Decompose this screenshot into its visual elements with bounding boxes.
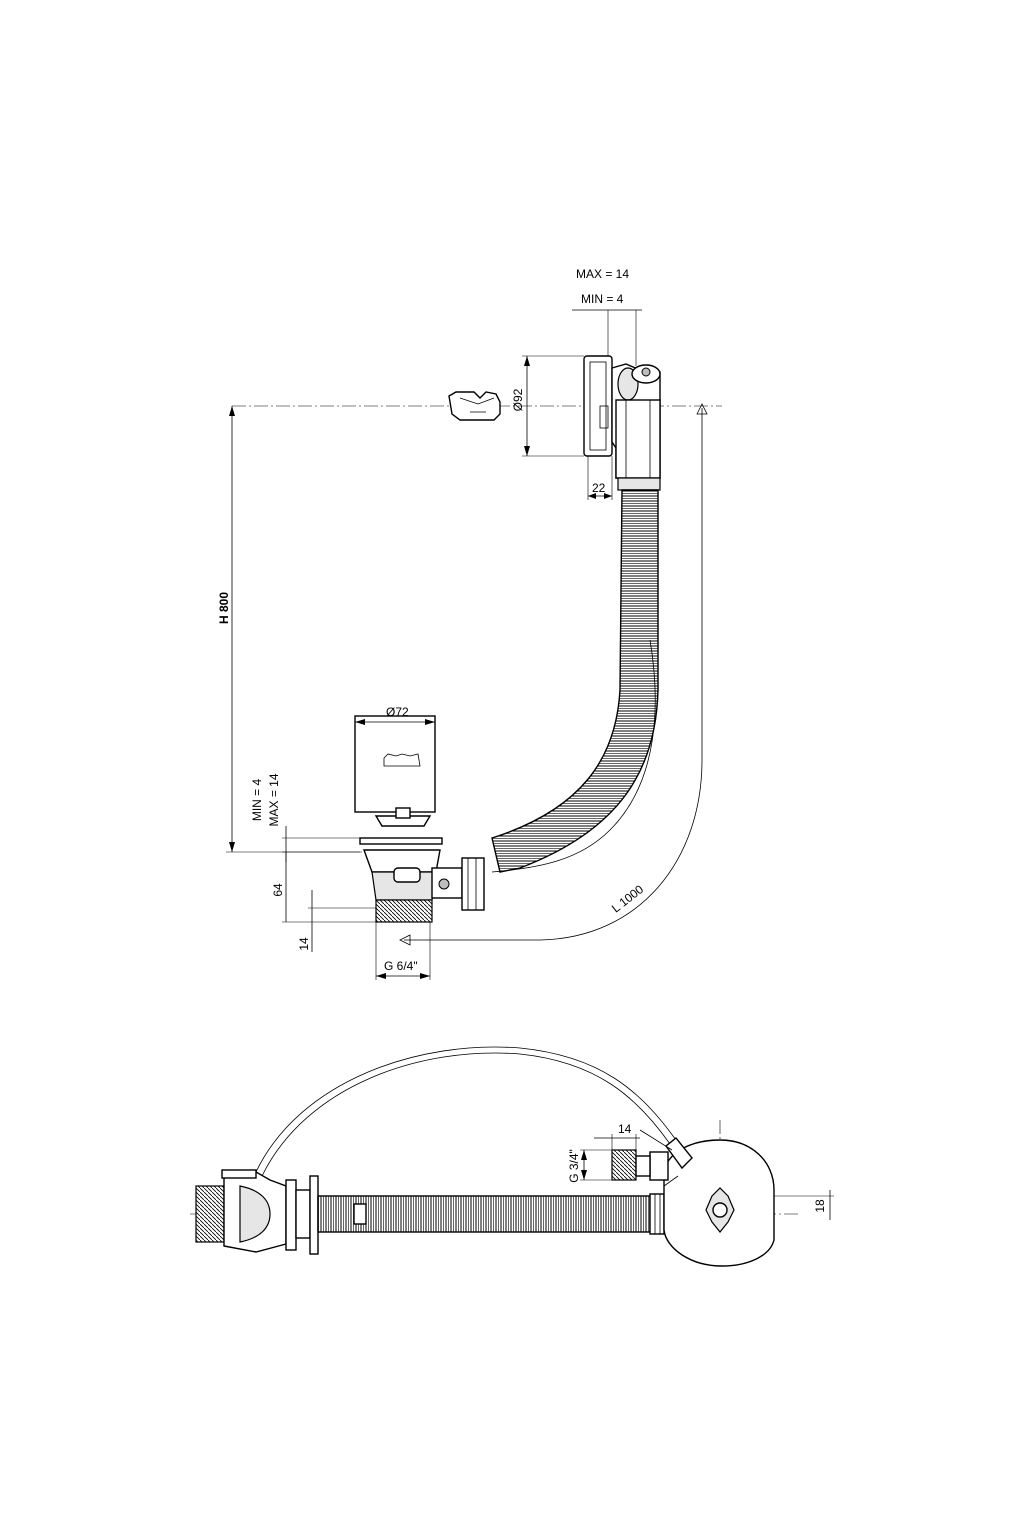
dim-length-label: L 1000 (609, 882, 646, 916)
dim-thread-inlet: G 3/4" (567, 1149, 612, 1183)
dim-min-top-label: MIN = 4 (581, 292, 624, 306)
dim-max-top: MAX = 14 MIN = 4 (572, 267, 642, 366)
dim-dia-overflow-label: Ø92 (511, 388, 525, 411)
overflow-hose (491, 489, 659, 873)
dim-14-inlet: 14 (594, 1122, 640, 1150)
bowden-cable-side (491, 639, 656, 873)
overflow-rosette (583, 355, 661, 491)
dim-18: 18 (774, 1190, 834, 1220)
hose-connector-side (431, 857, 485, 911)
dim-18-label: 18 (813, 1199, 827, 1213)
hose-clip (353, 1203, 367, 1225)
plan-view: 14 G 3/4" 18 (190, 1046, 834, 1267)
dim-64-label: 64 (271, 883, 285, 897)
waste-valve (354, 715, 443, 923)
dim-depth-overflow: 22 (587, 456, 613, 500)
hose-plan (317, 1195, 651, 1233)
overflow-knob (448, 391, 501, 421)
hose-connector-plan (649, 1193, 665, 1235)
overflow-housing-plan (639, 1129, 775, 1267)
dim-64: 64 (271, 852, 376, 923)
dim-height-label: H 800 (217, 592, 231, 624)
dim-max-top-label: MAX = 14 (576, 267, 629, 281)
dim-14-bottom: 14 (297, 890, 376, 952)
side-elevation-view: MAX = 14 MIN = 4 Ø92 22 H 800 (217, 267, 722, 980)
dim-dia-waste-label: Ø72 (386, 705, 409, 719)
length-path (404, 408, 703, 941)
dim-max-side-label: MAX = 14 (267, 773, 281, 826)
dim-thread-inlet-label: G 3/4" (567, 1149, 581, 1183)
dim-thread-waste: G 6/4" (375, 922, 431, 980)
dim-height: H 800 (217, 406, 360, 853)
dim-minmax-side: MIN = 4 MAX = 14 (250, 773, 362, 862)
waste-body-plan (195, 1169, 319, 1255)
dim-14-bottom-label: 14 (297, 937, 311, 951)
dim-dia-waste: Ø72 (355, 705, 435, 725)
dim-dia-overflow: Ø92 (511, 355, 584, 457)
dim-14-inlet-label: 14 (618, 1122, 632, 1136)
dim-thread-waste-label: G 6/4" (384, 959, 418, 973)
dim-min-side-label: MIN = 4 (250, 779, 264, 822)
dim-depth-overflow-label: 22 (592, 481, 606, 495)
bowden-cable-plan (255, 1046, 677, 1173)
inlet-fitting (611, 1149, 651, 1181)
